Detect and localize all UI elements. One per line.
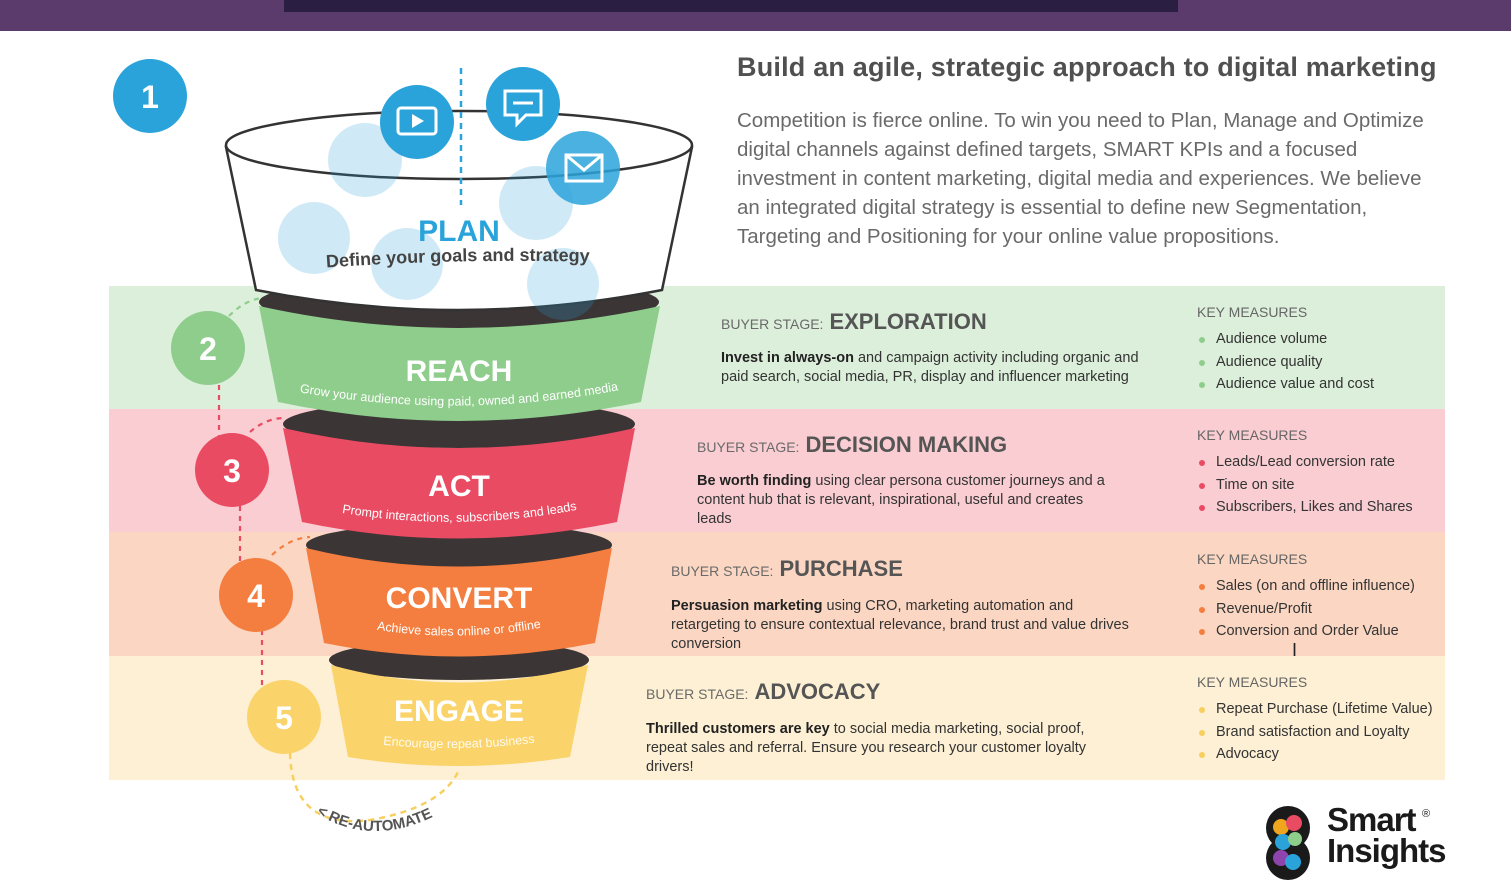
- plan-funnel-rim: [224, 109, 694, 181]
- key-measure-item: Conversion and Order Value: [1197, 620, 1415, 643]
- buyer-stage-name: DECISION MAKING: [805, 432, 1008, 457]
- re-automate-label: < RE-AUTOMATE: [314, 802, 434, 835]
- key-measure-item: Brand satisfaction and Loyalty: [1197, 721, 1433, 744]
- key-measures-title: KEY MEASURES: [1197, 551, 1308, 567]
- document-icon: [499, 166, 573, 240]
- plan-subtitle: Define your goals and strategy: [325, 245, 590, 272]
- key-measure-item: Audience quality: [1197, 351, 1374, 374]
- stage-description: Invest in always-on and campaign activit…: [721, 349, 1166, 387]
- description-text: and campaign activity including organic …: [721, 350, 1139, 385]
- plan-title: PLAN: [418, 215, 500, 248]
- bullet-icon: [1199, 606, 1205, 613]
- description-text: using clear persona customer journeys an…: [697, 473, 1105, 527]
- key-measures-title: KEY MEASURES: [1197, 427, 1308, 443]
- buyer-stage-name: ADVOCACY: [754, 679, 881, 704]
- buyer-stage-reach: BUYER STAGE: EXPLORATION: [721, 309, 987, 335]
- key-measure-item: Subscribers, Likes and Shares: [1197, 496, 1413, 519]
- buyer-stage-engage: BUYER STAGE: ADVOCACY: [646, 679, 880, 705]
- bullet-icon: [1199, 752, 1205, 758]
- stage-description: Thrilled customers are key to social med…: [646, 720, 1126, 777]
- buyer-stage-convert: BUYER STAGE: PURCHASE: [671, 556, 903, 582]
- key-measures-title: KEY MEASURES: [1197, 674, 1308, 690]
- stage-description: Persuasion marketing using CRO, marketin…: [671, 597, 1141, 654]
- bullet-icon: [1199, 505, 1205, 511]
- key-measure-item: Audience volume: [1197, 328, 1374, 351]
- key-measure-item: Leads/Lead conversion rate: [1197, 451, 1413, 474]
- intro-paragraph: Competition is fierce online. To win you…: [737, 109, 1424, 248]
- bullet-icon: [1199, 460, 1205, 466]
- buyer-stage-label: BUYER STAGE:: [671, 563, 774, 579]
- smart-insights-logo: [1266, 806, 1310, 880]
- email-icon: [546, 131, 620, 205]
- key-measure-item: Repeat Purchase (Lifetime Value): [1197, 698, 1433, 721]
- buyer-stage-label: BUYER STAGE:: [721, 316, 824, 332]
- bullet-icon: [1199, 382, 1205, 388]
- megaphone-icon: [328, 123, 402, 197]
- key-measure-item: Revenue/Profit: [1197, 598, 1415, 621]
- description-emphasis: Invest in always-on: [721, 350, 854, 366]
- top-banner: [0, 0, 1511, 31]
- description-text: to social media marketing, social proof,…: [646, 721, 1087, 775]
- bullet-icon: [1199, 729, 1205, 736]
- key-measure-item: Advocacy: [1197, 743, 1433, 766]
- document-icon: [278, 202, 350, 274]
- description-emphasis: Persuasion marketing: [671, 598, 823, 614]
- buyer-stage-label: BUYER STAGE:: [697, 439, 800, 455]
- key-measure-item: Time on site: [1197, 474, 1413, 497]
- key-measure-item: Audience value and cost: [1197, 373, 1374, 396]
- bullet-icon: [1199, 629, 1205, 635]
- key-measures-list: Leads/Lead conversion rate Time on site …: [1197, 451, 1413, 519]
- description-text: using CRO, marketing automation and reta…: [671, 598, 1129, 652]
- bullet-icon: [1199, 482, 1205, 489]
- key-measures-list: Sales (on and offline influence) Revenue…: [1197, 575, 1415, 643]
- buyer-stage-act: BUYER STAGE: DECISION MAKING: [697, 432, 1007, 458]
- text-cursor-icon: I: [1292, 640, 1298, 660]
- step-1-circle: [113, 59, 187, 133]
- key-measures-title: KEY MEASURES: [1197, 304, 1308, 320]
- buyer-stage-label: BUYER STAGE:: [646, 686, 749, 702]
- stage-description: Be worth finding using clear persona cus…: [697, 472, 1117, 529]
- page-heading: Build an agile, strategic approach to di…: [737, 52, 1437, 82]
- video-icon: [380, 85, 454, 159]
- bullet-icon: [1199, 359, 1205, 366]
- key-measures-list: Repeat Purchase (Lifetime Value) Brand s…: [1197, 698, 1433, 766]
- top-banner-inner: [284, 0, 1178, 12]
- step-1-number: 1: [141, 79, 159, 115]
- description-emphasis: Thrilled customers are key: [646, 721, 830, 737]
- logo-registered-mark: ®: [1422, 808, 1431, 820]
- buyer-stage-name: EXPLORATION: [829, 309, 987, 334]
- key-measures-list: Audience volume Audience quality Audienc…: [1197, 328, 1374, 396]
- key-measure-item: Sales (on and offline influence): [1197, 575, 1415, 598]
- bullet-icon: [1199, 337, 1205, 343]
- bullet-icon: [1199, 707, 1205, 713]
- chat-icon: [486, 67, 560, 141]
- bullet-icon: [1199, 584, 1205, 590]
- buyer-stage-name: PURCHASE: [779, 556, 903, 581]
- description-emphasis: Be worth finding: [697, 473, 812, 489]
